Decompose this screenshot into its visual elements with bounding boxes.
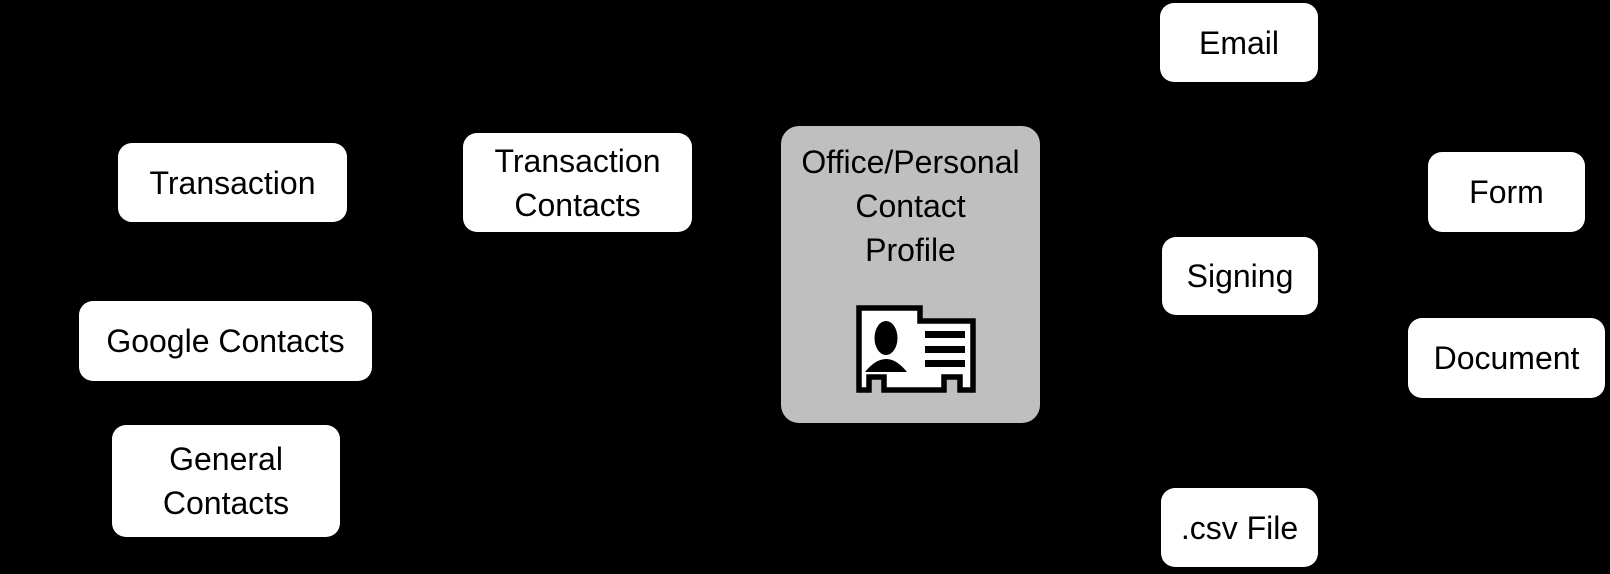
contact-card-icon bbox=[856, 305, 976, 393]
node-transaction: Transaction bbox=[118, 143, 347, 222]
node-transaction-contacts: Transaction Contacts bbox=[463, 133, 692, 232]
node-csv-file: .csv File bbox=[1161, 488, 1318, 567]
node-document: Document bbox=[1408, 318, 1605, 398]
node-email: Email bbox=[1160, 3, 1318, 82]
node-signing: Signing bbox=[1162, 237, 1318, 315]
node-google-contacts: Google Contacts bbox=[79, 301, 372, 381]
node-contact-profile-label: Office/Personal Contact Profile bbox=[801, 144, 1020, 268]
node-general-contacts: General Contacts bbox=[112, 425, 340, 537]
node-form: Form bbox=[1428, 152, 1585, 232]
node-contact-profile: Office/Personal Contact Profile bbox=[781, 126, 1040, 423]
